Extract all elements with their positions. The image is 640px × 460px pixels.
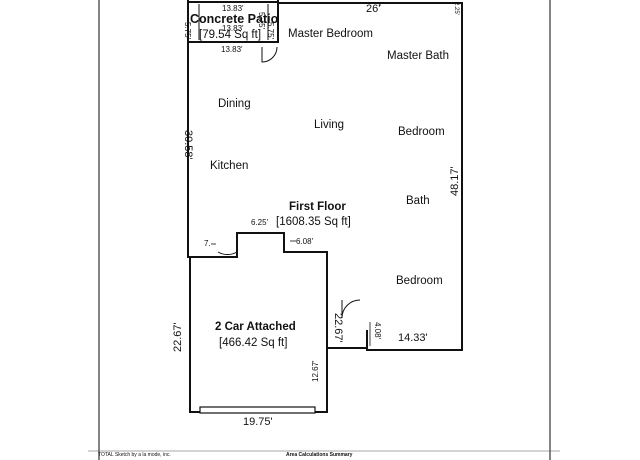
room-master-bedroom: Master Bedroom: [288, 28, 374, 40]
dim-left-upper: 30.58': [182, 130, 194, 160]
dim-notch-left: 7.: [204, 239, 211, 248]
door-swing-top: [261, 46, 278, 63]
garage-area: [466.42 Sq ft]: [219, 337, 288, 349]
first-floor-outline-left: [187, 0, 328, 348]
garage-door: [199, 406, 316, 414]
dim-top-right: 2.25': [453, 2, 459, 15]
garage-title: 2 Car Attached: [215, 321, 296, 333]
first-floor-area: [1608.35 Sq ft]: [276, 216, 351, 228]
dim-garage-left: 22.67': [172, 322, 184, 352]
dim-garage-inner: 12.67': [311, 360, 320, 382]
dim-step: 4.08': [373, 322, 382, 340]
patio-dim-bottom: 13.83': [221, 45, 243, 54]
room-living: Living: [314, 119, 345, 131]
room-bedroom-1: Bedroom: [398, 126, 445, 138]
door-swing-kitchen: [217, 233, 238, 256]
door-swing-garage: [341, 299, 361, 319]
room-bath: Bath: [406, 195, 430, 207]
patio-dim-top: 13.83': [222, 4, 244, 13]
dim-notch-right: 6.08': [296, 237, 314, 246]
patio-dim-inner: 13.83': [222, 24, 244, 33]
dim-garage-right: 22.67': [332, 313, 344, 343]
patio-dim-right: 5.75': [266, 22, 275, 40]
dim-notch-top: 6.25': [251, 218, 269, 227]
dim-top: 26': [366, 3, 381, 15]
dim-garage-bottom: 19.75': [243, 416, 273, 428]
room-kitchen: Kitchen: [210, 160, 249, 172]
patio-name: Concrete Patio: [190, 12, 279, 26]
room-bedroom-2: Bedroom: [396, 275, 443, 287]
patio-dim-right-outer: 5.75': [257, 12, 266, 30]
footer-credit: TOTAL Sketch by a la mode, inc.: [98, 452, 171, 458]
dim-right: 48.17': [449, 166, 461, 196]
garage-outline: [189, 257, 328, 413]
footer-title: Area Calculations Summary: [286, 452, 353, 458]
room-master-bath: Master Bath: [387, 50, 449, 62]
dim-bottom-right: 14.33': [398, 332, 428, 344]
patio-area: [79.54 Sq ft]: [199, 29, 262, 41]
room-dining: Dining: [218, 98, 251, 110]
patio-dim-left: 5.75': [183, 22, 192, 40]
first-floor-title: First Floor: [289, 201, 346, 213]
